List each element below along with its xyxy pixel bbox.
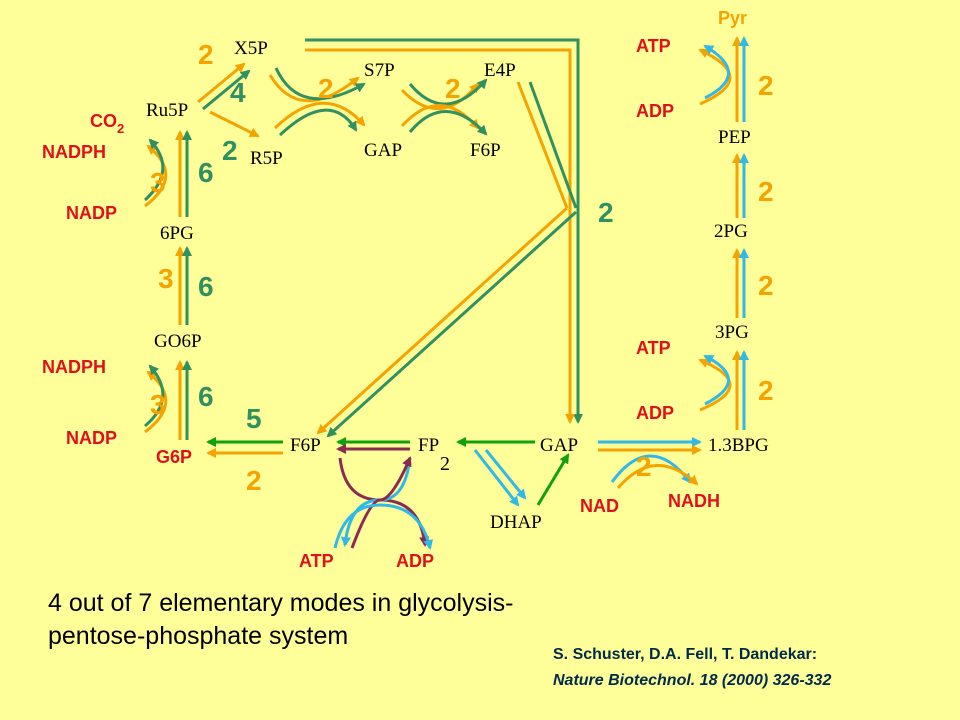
upper-glycolysis-arrows [206,437,570,550]
mult-ox1-green: 6 [198,157,214,188]
adp-atp-pk-orange-arrow [698,48,732,106]
tk1-return-orange-arrow [273,101,366,130]
f6p-top-label: F6P [470,140,501,161]
tk1-orange-arrow [268,74,360,103]
mult-ox3-green: 6 [198,381,214,412]
tk1-return-green-arrow [278,108,358,137]
nadp-nadph-lower-orange-arrow [144,370,168,434]
metabolite-labels: X5P Ru5P R5P S7P E4P GAP F6P 6PG GO6P G6… [146,8,769,533]
adp-pk-label: ADP [636,101,674,121]
nadp-nadph-upper-green-arrow [143,138,165,202]
nadph-upper-label: NADPH [42,142,106,162]
nadp-upper-label: NADP [66,203,117,223]
x5p-gap-green-arrow [305,38,583,424]
ta-green-arrow [408,78,488,106]
mult-pgk: 2 [758,375,774,406]
mult-x5p-ru5p: 2 [198,39,214,70]
atp-pfk-label: ATP [299,551,334,571]
mult-eno: 2 [758,176,774,207]
e4p-junction-green-line [528,81,578,209]
nadp-lower-label: NADP [66,428,117,448]
ru5p-label: Ru5P [146,100,188,121]
nadh-label: NADH [668,491,720,511]
mult-ox2-orange: 3 [158,263,174,294]
2pg-label: 2PG [714,221,748,242]
dhap-label: DHAP [490,512,542,533]
f6p-label: F6P [290,435,321,456]
ta-orange-arrow [400,82,480,111]
diag-f6p-green-arrow [326,210,578,438]
adp-atp-pk-cyan-arrow [703,44,730,100]
x5p-gap-orange-arrow [305,48,575,424]
ru5p-x5p-orange-arrow [197,62,246,104]
nadph-lower-label: NADPH [42,357,106,377]
adp-atp-pgk-cyan-arrow [703,354,730,406]
6pg-label: 6PG [160,223,194,244]
mult-pgm: 2 [758,270,774,301]
mult-gap-diag: 2 [598,197,614,228]
atp-adp-purple-arrow [350,456,412,549]
diag-f6p-orange-arrow [316,206,569,435]
gap-top-label: GAP [364,140,402,161]
co2-subscript: 2 [117,121,124,136]
citation-authors: S. Schuster, D.A. Fell, T. Dandekar: [553,646,818,663]
lower-glycolysis-arrows [598,36,749,489]
fp-dhap-cyan-arrow [484,449,527,500]
ru5p-r5p-orange-arrow [209,110,260,138]
nonoxidative-branch-arrows [268,38,583,438]
tk1-green-arrow [274,67,366,101]
mult-pgi-orange: 2 [246,465,262,496]
x5p-label: X5P [234,38,268,59]
dhap-gap-green-arrow [536,453,570,506]
fp-subscript: 2 [440,453,450,475]
fp-label: FP [418,435,439,456]
adp-atp-pgk-orange-arrow [698,358,732,412]
3pg-label: 3PG [715,322,749,343]
r5p-label: R5P [250,148,283,169]
go6p-label: GO6P [154,331,202,352]
gap-label: GAP [540,435,578,456]
cofactor-labels: CO2 NADPH NADP NADPH NADP ATP ADP NAD NA… [42,36,720,571]
ta-return-green-arrow [408,110,488,136]
mult-pgi-green: 5 [246,403,262,434]
mult-ru5p-r5p: 2 [222,135,238,166]
ru5p-x5p-green-arrow [202,69,251,111]
atp-pgk-label: ATP [636,338,671,358]
e4p-junction-orange-line [516,81,569,209]
nadp-nadph-lower-green-arrow [144,364,165,428]
adp-pgk-label: ADP [636,403,674,423]
atp-pk-label: ATP [636,36,671,56]
nad-nadh-orange-arrow [616,463,699,489]
s7p-label: S7P [364,60,395,81]
multiplier-labels: 2 4 2 2 2 3 6 3 6 3 6 5 2 2 2 2 2 2 2 [150,39,774,496]
pyr-label: Pyr [718,8,747,28]
citation-journal: Nature Biotechnol. 18 (2000) 326-332 [553,672,832,689]
oxidative-branch-arrows [143,62,260,440]
co2-label: CO2 [90,111,124,136]
mult-ox1-orange: 3 [150,167,166,198]
mult-tk1: 2 [318,73,334,104]
adp-pfk-label: ADP [396,551,434,571]
nad-label: NAD [580,496,619,516]
caption-line-1: 4 out of 7 elementary modes in glycolysi… [48,589,514,617]
mult-pk: 2 [758,70,774,101]
citation: S. Schuster, D.A. Fell, T. Dandekar: Nat… [553,642,831,694]
mult-ox3-orange: 3 [150,389,166,420]
caption-line-2: pentose-phosphate system [48,622,349,650]
caption: 4 out of 7 elementary modes in glycolysi… [48,587,608,653]
bpg-label: 1.3BPG [708,435,769,456]
pfk-purple-arrow [338,457,430,547]
nadp-nadph-upper-orange-arrow [144,144,168,208]
mult-ta: 2 [445,73,461,104]
mult-ox2-green: 6 [198,271,214,302]
pep-label: PEP [718,127,751,148]
g6p-label: G6P [156,447,192,467]
mult-x5p-ru5p-green: 4 [230,77,246,108]
atp-adp-cyan-arrow [333,503,434,550]
mult-gapdh: 2 [636,451,652,482]
fp-dhap-cyan2-arrow [473,449,520,507]
e4p-label: E4P [484,60,516,81]
